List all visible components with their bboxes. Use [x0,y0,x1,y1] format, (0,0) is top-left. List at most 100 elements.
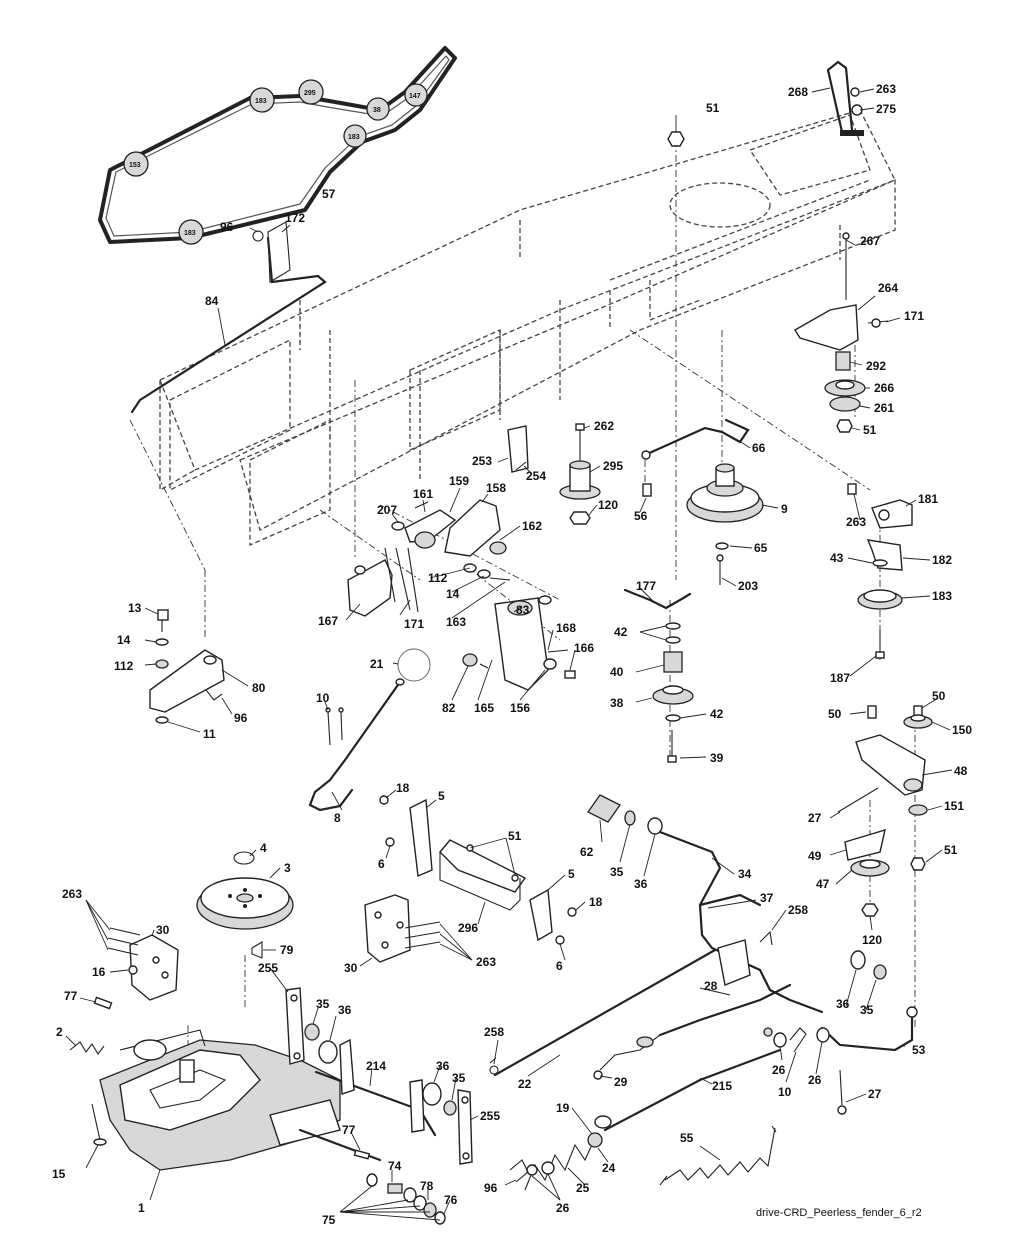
belt-pulley-label: 153 [129,162,141,169]
callout-167: 167 [318,614,338,628]
callout-183: 183 [932,589,952,603]
callout-168: 168 [556,621,576,635]
bracket-30-lower [364,894,441,963]
shaft-214 [285,987,473,1165]
callout-49: 49 [808,849,822,863]
callout-50: 50 [932,689,946,703]
callout-51: 51 [863,423,877,437]
callout-163: 163 [446,615,466,629]
callout-268: 268 [788,85,808,99]
callout-10: 10 [316,691,330,705]
callout-96: 96 [484,1181,498,1195]
callout-51: 51 [944,843,958,857]
callout-13: 13 [128,601,142,615]
callout-5: 5 [568,867,575,881]
callout-24: 24 [602,1161,616,1175]
callout-79: 79 [280,943,294,957]
callout-162: 162 [522,519,542,533]
transaxle-1 [91,1029,382,1171]
callout-14: 14 [446,587,460,601]
callout-35: 35 [452,1071,466,1085]
callout-156: 156 [510,701,530,715]
callout-80: 80 [252,681,266,695]
callout-166: 166 [574,641,594,655]
arm-80 [149,609,225,724]
callout-26: 26 [556,1201,570,1215]
idler-183 [847,483,913,659]
leader-lines [65,87,953,1221]
callout-150: 150 [952,723,972,737]
callout-171: 171 [904,309,924,323]
callout-42: 42 [710,707,724,721]
bracket-264 [794,232,889,433]
link-66 [641,418,750,460]
callout-42: 42 [614,625,628,639]
callout-30: 30 [156,923,170,937]
callout-62: 62 [580,845,594,859]
idler-arm-48 [837,705,933,917]
callout-263: 263 [62,887,82,901]
callout-258: 258 [484,1025,504,1039]
callout-36: 36 [436,1059,450,1073]
belt-pulley-label: 183 [348,134,360,141]
callout-22: 22 [518,1077,532,1091]
callout-255: 255 [480,1109,500,1123]
callout-255: 255 [258,961,278,975]
callout-96: 96 [220,220,234,234]
callout-2: 2 [56,1025,63,1039]
callout-34: 34 [738,867,752,881]
callout-65: 65 [754,541,768,555]
callout-55: 55 [680,1131,694,1145]
callout-181: 181 [918,492,938,506]
frame-phantom [159,109,896,546]
rod-84 [130,221,327,414]
callout-187: 187 [830,671,850,685]
belt-pulley-label: 183 [255,98,267,105]
callout-267: 267 [860,234,880,248]
callout-51: 51 [706,101,720,115]
callout-266: 266 [874,381,894,395]
pulley-3 [196,851,294,959]
callout-36: 36 [634,877,648,891]
callout-27: 27 [808,811,822,825]
callout-1: 1 [138,1201,145,1215]
callout-15: 15 [52,1167,66,1181]
callout-165: 165 [474,701,494,715]
callout-36: 36 [836,997,850,1011]
callout-8: 8 [334,811,341,825]
spring-55 [659,1125,777,1186]
callout-4: 4 [260,841,267,855]
callout-171: 171 [404,617,424,631]
callout-83: 83 [516,603,530,617]
callout-56: 56 [634,509,648,523]
callout-36: 36 [338,1003,352,1017]
callout-161: 161 [413,487,433,501]
callout-177: 177 [636,579,656,593]
callout-labels: 268 263 275 51 172 96 84 267 264 171 292… [52,82,972,1227]
callout-77: 77 [342,1123,356,1137]
belt-pulley-label: 147 [409,93,421,100]
callout-203: 203 [738,579,758,593]
callout-48: 48 [954,764,968,778]
rod-215 [594,1048,782,1132]
rod-53 [816,950,918,1052]
idler-295 [559,423,601,525]
callout-25: 25 [576,1181,590,1195]
callout-27: 27 [868,1087,882,1101]
bracket-296 [379,795,577,945]
callout-261: 261 [874,401,894,415]
callout-10: 10 [778,1085,792,1099]
callout-96: 96 [234,711,248,725]
callout-26: 26 [808,1073,822,1087]
belt-pulley-label: 295 [304,90,316,97]
lever-assembly-268 [826,60,864,136]
callout-263: 263 [876,82,896,96]
control-rods [489,930,792,1080]
callout-78: 78 [420,1179,434,1193]
callout-215: 215 [712,1079,732,1093]
callout-21: 21 [370,657,384,671]
callout-5: 5 [438,789,445,803]
drive-belt: 153 183 183 295 38 147 183 [98,46,457,245]
bracket-253 [507,425,529,473]
